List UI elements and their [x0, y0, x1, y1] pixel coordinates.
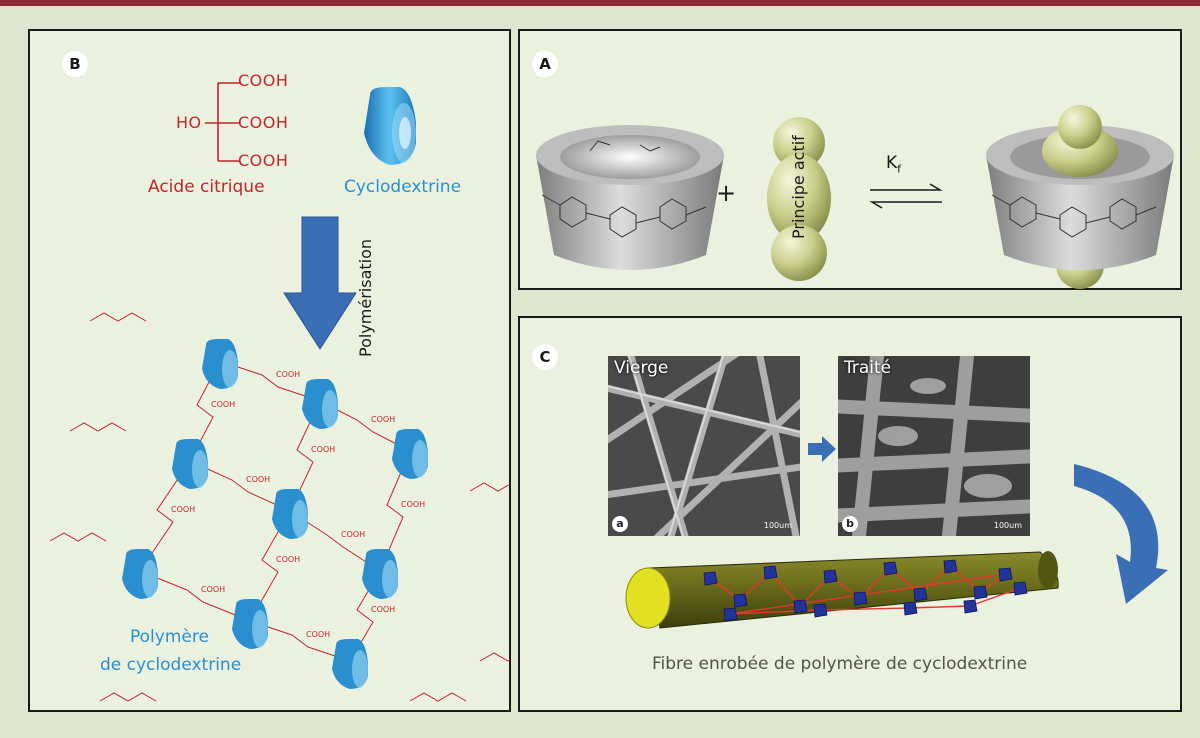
panel-a-badge: A: [532, 51, 558, 77]
coating-cyclodextrin-bead: [883, 561, 898, 576]
polymer-cyclodextrin-unit: [122, 549, 158, 599]
coating-cyclodextrin-bead: [723, 607, 738, 622]
polymer-substituent-mark: COOH: [246, 475, 270, 484]
polymer-substituent-mark: COOH: [211, 400, 235, 409]
inclusion-complex-icon: [986, 105, 1174, 289]
polymer-cyclodextrin-unit: [362, 549, 398, 599]
equilibrium-constant-label: Kf: [886, 153, 901, 175]
image-a-scale-bar: 100um: [763, 521, 792, 530]
citric-acid-structure: [205, 82, 240, 162]
polymer-substituent-mark: COOH: [276, 370, 300, 379]
polymer-substituent-mark: COOH: [341, 530, 365, 539]
plus-sign: +: [716, 179, 737, 207]
polymer-substituent-mark: COOH: [371, 415, 395, 424]
cooh-top-label: COOH: [238, 71, 289, 90]
polymer-substituent-mark: COOH: [306, 630, 330, 639]
polymer-substituent-mark: COOH: [371, 605, 395, 614]
coating-cyclodextrin-bead: [963, 599, 978, 614]
coated-fiber-illustration: [625, 551, 1059, 629]
coating-cyclodextrin-bead: [823, 569, 838, 584]
curved-arrow-icon: [1074, 464, 1168, 604]
polymer-cyclodextrin-unit: [392, 429, 428, 479]
virgin-fibers-texture: [608, 356, 800, 536]
equilibrium-arrows-icon: [869, 183, 943, 209]
ho-label: HO: [176, 113, 202, 132]
polymer-label-line1: Polymère: [130, 627, 209, 647]
polymer-substituent-mark: COOH: [201, 585, 225, 594]
polymer-cyclodextrin-unit: [202, 339, 238, 389]
virgin-title: Vierge: [614, 358, 669, 378]
coating-cyclodextrin-bead: [1013, 581, 1028, 596]
cyclodextrin-ring-left: [536, 125, 724, 270]
panel-b-badge: B: [62, 51, 88, 77]
polymer-cyclodextrin-unit: [302, 379, 338, 429]
active-principle-molecule-icon: [767, 117, 831, 281]
citric-acid-label: Acide citrique: [148, 177, 265, 197]
sem-image-treated: Traité b 100um: [838, 356, 1030, 536]
treated-title: Traité: [844, 358, 892, 378]
coating-cyclodextrin-bead: [853, 591, 868, 606]
coated-fiber-caption: Fibre enrobée de polymère de cyclodextri…: [652, 654, 1028, 674]
panel-c-badge: C: [532, 344, 558, 370]
polymer-bonds: COOH COOH COOH COOH COOH COOH COOH COOH COOH COOH…: [49, 312, 510, 702]
polymer-cyclodextrin-unit: [232, 599, 268, 649]
polymer-cyclodextrin-unit: [172, 439, 208, 489]
image-a-corner-label: a: [612, 516, 628, 532]
coating-cyclodextrin-bead: [998, 567, 1013, 582]
polymerization-arrow-icon: [283, 216, 357, 350]
active-principle-label: Principe actif: [789, 135, 808, 239]
cooh-middle-label: COOH: [238, 113, 289, 132]
k-subscript: f: [897, 162, 902, 176]
coating-cyclodextrin-bead: [973, 585, 988, 600]
k-symbol: K: [886, 153, 898, 173]
coating-cyclodextrin-bead: [943, 559, 958, 574]
polymer-cyclodextrin-unit: [272, 489, 308, 539]
panel-c: C Vierge a 100um: [518, 316, 1182, 712]
cyclodextrin-label: Cyclodextrine: [344, 177, 462, 197]
coating-cyclodextrin-bead: [813, 603, 828, 618]
treated-fibers-texture: [838, 356, 1030, 536]
polymer-cyclodextrin-unit: [332, 639, 368, 689]
coating-cyclodextrin-bead: [763, 565, 778, 580]
panel-b: B COOH HO COOH COOH Acide citrique Cyclo…: [28, 29, 511, 712]
image-b-corner-label: b: [842, 516, 858, 532]
image-b-scale-bar: 100um: [993, 521, 1022, 530]
cyclodextrin-polymer-network: COOH COOH COOH COOH COOH COOH COOH COOH COOH COOH…: [49, 312, 510, 702]
treatment-arrow-icon: [808, 436, 836, 462]
coating-cyclodextrin-bead: [793, 599, 808, 614]
coating-cyclodextrin-bead: [913, 587, 928, 602]
polymer-substituent-mark: COOH: [311, 445, 335, 454]
cyclodextrin-icon: [364, 87, 416, 165]
polymer-substituent-mark: COOH: [401, 500, 425, 509]
coating-cyclodextrin-bead: [703, 571, 718, 586]
panel-a: A + Princip: [518, 29, 1182, 290]
coating-cyclodextrin-bead: [903, 601, 918, 616]
sem-image-virgin: Vierge a 100um: [608, 356, 800, 536]
polymer-substituent-mark: COOH: [276, 555, 300, 564]
polymer-substituent-mark: COOH: [171, 505, 195, 514]
coating-cyclodextrin-bead: [733, 593, 748, 608]
cooh-bottom-label: COOH: [238, 151, 289, 170]
polymer-label-line2: de cyclodextrine: [100, 655, 242, 675]
top-banner: [0, 0, 1200, 6]
